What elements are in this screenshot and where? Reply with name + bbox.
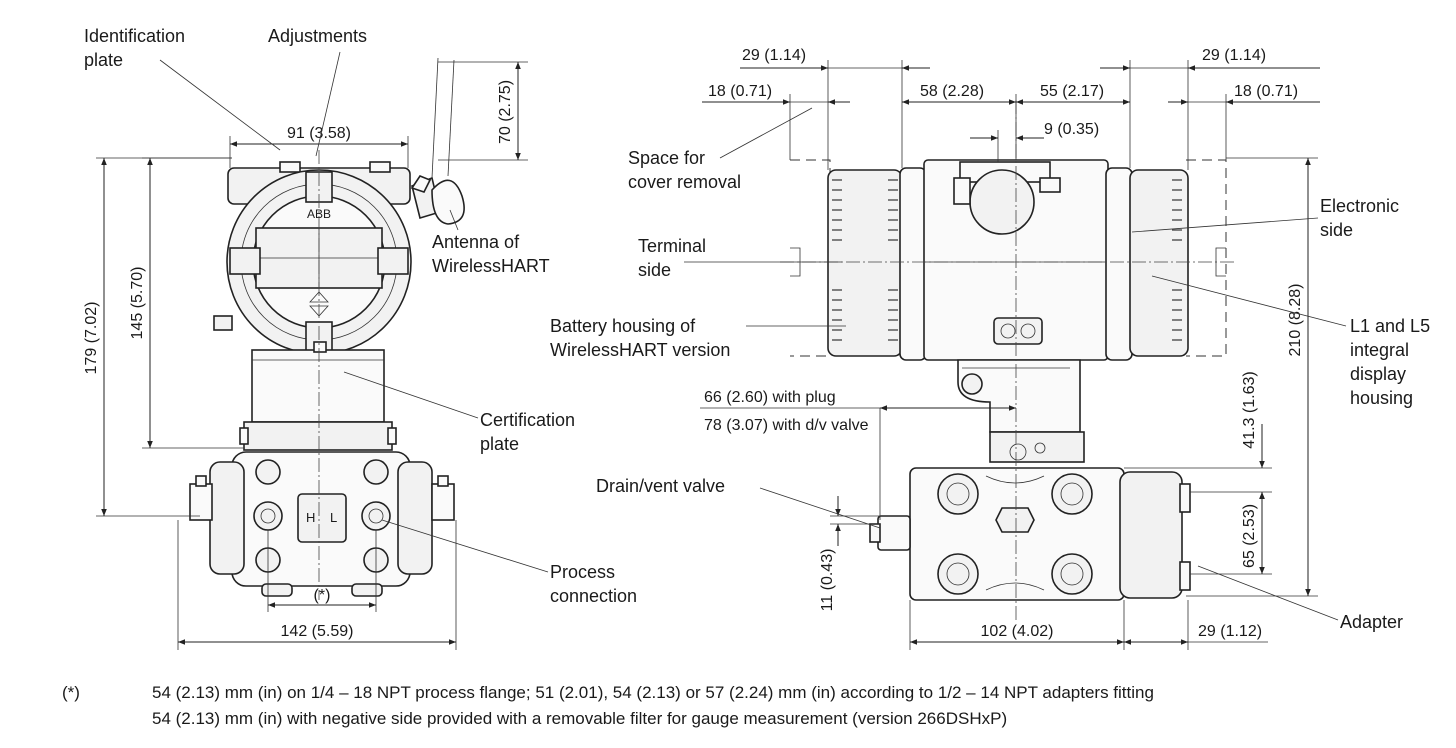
- dimension-drawing: ABB H L: [83, 26, 1430, 650]
- terminal-cover: [827, 169, 903, 357]
- label-space-cover-removal: Space for: [628, 148, 705, 168]
- dim-plug: 66 (2.60) with plug: [704, 389, 836, 406]
- electronic-cover: [1129, 169, 1189, 357]
- cover-clearance-right: [1186, 159, 1227, 357]
- label-identification-plate: Identification: [84, 26, 185, 46]
- dim-adapter-height: 65 (2.53): [1241, 504, 1258, 568]
- dim-half-left: 58 (2.28): [920, 83, 984, 100]
- dim-base-width: 142 (5.59): [281, 623, 354, 640]
- dim-adapter-width: 29 (1.12): [1198, 623, 1262, 640]
- svg-text:side: side: [1320, 220, 1353, 240]
- front-scroll-up: [309, 291, 329, 303]
- label-battery-housing: Battery housing of: [550, 316, 696, 336]
- front-view-labels: Identification plate Adjustments Antenna…: [84, 26, 637, 606]
- front-view-dimensions: 91 (3.58) 70 (2.75) 179 (7.02) 145 (5.70…: [83, 57, 528, 650]
- front-neck: [251, 349, 385, 423]
- dim-total-height: 179 (7.02): [83, 302, 100, 375]
- dim-antenna-height: 70 (2.75): [497, 80, 514, 144]
- footnote-marker: (*): [62, 683, 80, 702]
- dim-space-left: 18 (0.71): [708, 83, 772, 100]
- svg-text:WirelessHART: WirelessHART: [432, 256, 550, 276]
- drain-vent-valve: [877, 515, 911, 551]
- label-adjustments: Adjustments: [268, 26, 367, 46]
- front-flange-plate: [243, 421, 393, 451]
- front-port-l: [361, 501, 391, 531]
- cover-clearance-left: [790, 159, 831, 357]
- front-port-l-label: L: [330, 510, 337, 525]
- side-top-connector: [969, 169, 1035, 235]
- terminal-ring: [899, 167, 927, 361]
- svg-text:WirelessHART version: WirelessHART version: [550, 340, 730, 360]
- label-certification-plate: Certification: [480, 410, 575, 430]
- svg-text:connection: connection: [550, 586, 637, 606]
- dim-housing-height: 145 (5.70): [129, 267, 146, 340]
- svg-text:display: display: [1350, 364, 1406, 384]
- antenna-rod: [431, 57, 439, 179]
- front-port-h-label: H: [306, 510, 315, 525]
- footnote-line-2: 54 (2.13) mm (in) with negative side pro…: [152, 709, 1008, 728]
- svg-text:side: side: [638, 260, 671, 280]
- side-view: [780, 100, 1236, 620]
- label-terminal-side: Terminal: [638, 236, 706, 256]
- front-fitting-left: [189, 483, 213, 521]
- dim-half-right: 55 (2.17): [1040, 83, 1104, 100]
- dim-offset: 9 (0.35): [1044, 121, 1099, 138]
- dim-cover-left: 29 (1.14): [742, 47, 806, 64]
- dim-space-right: 18 (0.71): [1234, 83, 1298, 100]
- label-process-connection: Process: [550, 562, 615, 582]
- front-port-h: [253, 501, 283, 531]
- front-top-tab-right: [369, 161, 391, 173]
- label-drain-vent-valve: Drain/vent valve: [596, 476, 725, 496]
- front-fitting-right: [431, 483, 455, 521]
- front-ground-screw: [213, 315, 233, 331]
- front-flange-left: [209, 461, 245, 575]
- dim-cover-right: 29 (1.14): [1202, 47, 1266, 64]
- dim-flange-top: 41.3 (1.63): [1241, 371, 1258, 448]
- front-logo: ABB: [307, 207, 331, 221]
- side-view-dimensions: 29 (1.14) 18 (0.71) 58 (2.28) 55 (2.17) …: [700, 47, 1320, 650]
- electronic-cover-fins: [1172, 179, 1182, 341]
- dim-drain-offset: 11 (0.43): [819, 549, 836, 612]
- label-electronic-side: Electronic: [1320, 196, 1399, 216]
- front-top-tab-left: [279, 161, 301, 173]
- front-clamp-right: [377, 247, 409, 275]
- side-view-labels: Space for cover removal Electronic side …: [550, 107, 1430, 632]
- front-flange-right: [397, 461, 433, 575]
- front-clamp-left: [229, 247, 261, 275]
- svg-text:plate: plate: [480, 434, 519, 454]
- svg-text:cover removal: cover removal: [628, 172, 741, 192]
- dim-flange-width: 102 (4.02): [981, 623, 1054, 640]
- front-view: ABB H L: [189, 150, 465, 600]
- svg-text:integral: integral: [1350, 340, 1409, 360]
- label-antenna: Antenna of: [432, 232, 520, 252]
- label-adapter: Adapter: [1340, 612, 1403, 632]
- terminal-cover-fins: [832, 179, 898, 341]
- dim-width-top: 91 (3.58): [287, 125, 351, 142]
- dim-total-height-side: 210 (8.28): [1287, 284, 1304, 357]
- side-neck-plate: [989, 431, 1085, 463]
- footnote-line-1: 54 (2.13) mm (in) on 1/4 – 18 NPT proces…: [152, 683, 1154, 702]
- dim-flange-spacing: (*): [314, 587, 331, 604]
- label-display-housing: L1 and L5: [1350, 316, 1430, 336]
- side-neck: [957, 359, 1081, 433]
- side-adapter: [1119, 471, 1183, 599]
- electronic-ring: [1105, 167, 1133, 361]
- svg-text:plate: plate: [84, 50, 123, 70]
- antenna-tip: [431, 179, 465, 225]
- dim-valve: 78 (3.07) with d/v valve: [704, 417, 869, 434]
- svg-text:housing: housing: [1350, 388, 1413, 408]
